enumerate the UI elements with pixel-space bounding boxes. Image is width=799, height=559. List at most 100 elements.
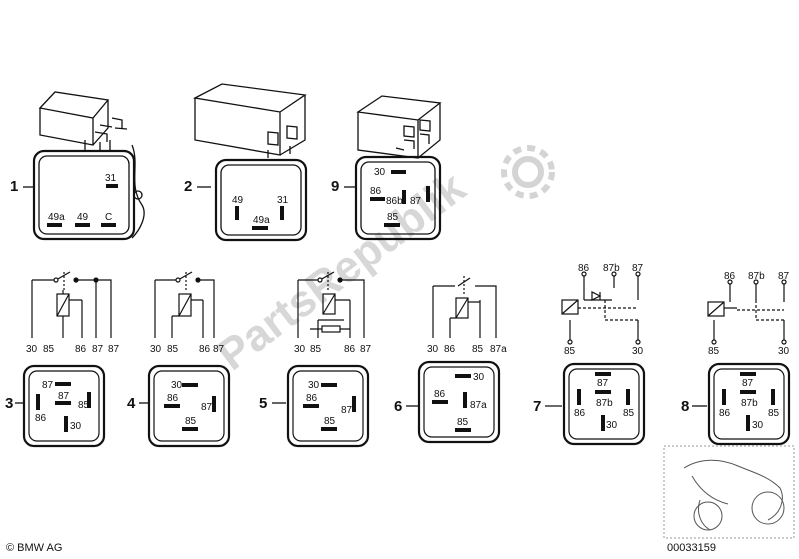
relay-9-pin-label: 85 [387, 212, 399, 223]
circuit-c-terminal: 87 [360, 344, 372, 355]
pin-view-3-label: 87 [42, 380, 54, 391]
relay-9-pin-label: 30 [374, 167, 386, 178]
circuit-a-terminal: 30 [26, 344, 38, 355]
relay-2-base [214, 158, 308, 242]
circuit-diagram-b [154, 271, 215, 338]
pin-view-8-label: 87 [742, 378, 754, 389]
pin-view-6-label: 85 [457, 417, 469, 428]
pin-view-7-marks [577, 372, 630, 431]
relay-9-housing [356, 95, 442, 159]
pin-view-3-label: 86 [35, 413, 47, 424]
relay-2-housing [192, 83, 307, 156]
circuit-e-diode-icon [591, 291, 602, 301]
circuit-d-terminal: 87a [490, 344, 507, 355]
pin-view-8-label: 85 [768, 408, 780, 419]
relay-9-pin-marks [370, 170, 430, 227]
pin-view-6-label: 30 [473, 372, 485, 383]
pin-view-3-label: 85 [78, 400, 90, 411]
pin-view-3-label: 30 [70, 421, 82, 432]
circuit-c-terminal: 30 [294, 344, 306, 355]
pin-view-8-label: 86 [719, 408, 731, 419]
circuit-a-terminal: 87 [108, 344, 120, 355]
circuit-e-terminal: 87b [603, 263, 620, 274]
pin-view-8-label: 87b [741, 398, 758, 409]
circuit-e-terminal: 86 [578, 263, 590, 274]
pin-view-5-label: 86 [306, 393, 318, 404]
circuit-b-coil [178, 293, 192, 317]
pin-view-7-label: 85 [623, 408, 635, 419]
pin-view-4-label: 85 [185, 416, 197, 427]
pin-view-8-number: 8 [681, 398, 689, 415]
pin-view-7-label: 87 [597, 378, 609, 389]
motorcycle-thumbnail [663, 445, 795, 539]
relay-1-terminals [84, 117, 128, 151]
circuit-b-terminal: 87 [213, 344, 225, 355]
relay-2-terminals [267, 125, 298, 158]
pin-view-8-marks [722, 372, 775, 431]
circuit-a-terminal: 85 [43, 344, 55, 355]
pin-view-7-label: 87b [596, 398, 613, 409]
relay-9 [354, 95, 442, 241]
relay-2-number: 2 [184, 178, 192, 195]
pin-view-5-label: 87 [341, 405, 353, 416]
relay-9-number: 9 [331, 178, 339, 195]
pin-view-6-marks [432, 374, 471, 432]
relay-1 [32, 91, 145, 241]
pin-view-6-label: 87a [470, 400, 487, 411]
pin-view-7 [562, 362, 646, 446]
relay-1-pin-label: 31 [105, 173, 117, 184]
relay-2-pin-label: 49 [232, 195, 244, 206]
circuit-b-terminal: 86 [199, 344, 211, 355]
relay-1-pin-label: 49 [77, 212, 89, 223]
relay-1-pin-marks [47, 184, 118, 227]
relay-2-pin-label: 49a [253, 215, 270, 226]
circuit-e-terminal: 30 [632, 346, 644, 357]
circuit-c-terminal: 85 [310, 344, 322, 355]
motorcycle-icon [683, 459, 783, 531]
relay-1-housing [38, 91, 110, 146]
pin-view-5-marks [303, 383, 356, 431]
pin-view-5-label: 30 [308, 380, 320, 391]
circuit-e-coil [561, 299, 579, 315]
circuit-d-terminal: 30 [427, 344, 439, 355]
pin-view-4 [147, 364, 231, 448]
pin-view-5-number: 5 [259, 395, 267, 412]
circuit-a-terminal: 86 [75, 344, 87, 355]
circuit-c-coil [322, 293, 336, 315]
pin-view-3-number: 3 [5, 395, 13, 412]
relay-1-number: 1 [10, 178, 18, 195]
circuit-diagram-d [432, 276, 497, 338]
circuit-diagram-e [561, 271, 641, 345]
circuit-d-terminal: 86 [444, 344, 456, 355]
circuit-diagram-f [707, 279, 787, 345]
pin-view-7-number: 7 [533, 398, 541, 415]
circuit-e-terminal: 87 [632, 263, 644, 274]
pin-view-3 [22, 364, 106, 448]
relay-2-pin-marks [235, 206, 284, 230]
circuit-diagram-c [297, 271, 365, 338]
relay-9-pin-label: 87 [410, 196, 422, 207]
relay-2 [192, 83, 308, 242]
pin-view-4-label: 87 [201, 402, 213, 413]
relay-9-terminals [395, 119, 431, 151]
circuit-e-terminal: 85 [564, 346, 576, 357]
circuit-a-switch [55, 271, 71, 281]
circuit-a-terminal: 87 [92, 344, 104, 355]
circuit-f-coil [707, 301, 725, 317]
circuit-b-terminal: 30 [150, 344, 162, 355]
circuit-c-resistor [321, 325, 341, 333]
circuit-d-terminal: 85 [472, 344, 484, 355]
relay-2-pin-label: 31 [277, 195, 289, 206]
relay-9-pin-label: 86 [370, 186, 382, 197]
circuit-f-terminal: 87 [778, 271, 790, 282]
pin-view-7-label: 86 [574, 408, 586, 419]
circuit-c-switch [319, 271, 335, 281]
pin-view-4-marks [164, 383, 216, 431]
relay-1-pin-label: 49a [48, 212, 65, 223]
pin-view-8-label: 30 [752, 420, 764, 431]
circuit-f-terminal: 30 [778, 346, 790, 357]
circuit-f-terminal: 85 [708, 346, 720, 357]
pin-view-3-marks [36, 382, 91, 432]
circuit-b-terminal: 85 [167, 344, 179, 355]
